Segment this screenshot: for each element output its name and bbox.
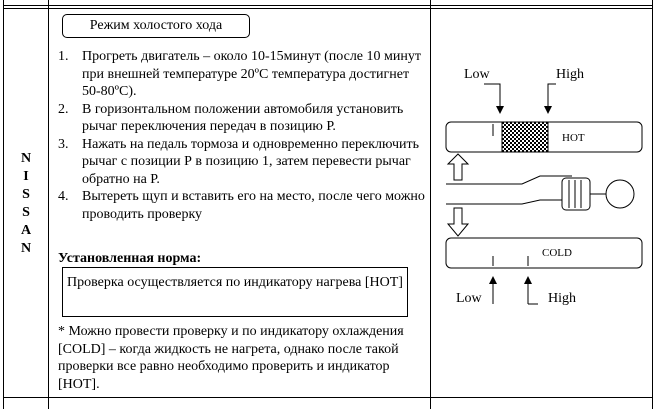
step-text: Вытереть щуп и вставить его на место, по…: [82, 189, 425, 222]
cold-label: COLD: [542, 247, 572, 259]
list-item: 2. В горизонтальном положении автомобиля…: [58, 101, 430, 136]
mode-title: Режим холостого хода: [62, 14, 250, 38]
table-row-line-top2: [3, 8, 653, 9]
step-number: 2.: [58, 101, 69, 117]
up-arrow-icon: [446, 153, 470, 181]
table-border-left: [3, 0, 4, 409]
step-text: Нажать на педаль тормоза и одновременно …: [82, 136, 419, 187]
steps-list: 1. Прогреть двигатель – около 10-15минут…: [58, 48, 430, 223]
norm-title: Установленная норма:: [58, 251, 202, 266]
step-number: 1.: [58, 49, 69, 64]
brand-name: N I S S A N: [8, 150, 44, 258]
footnote: * Можно провести проверку и по индикатор…: [58, 324, 404, 392]
step-number: 3.: [58, 136, 69, 152]
list-item: 1. Прогреть двигатель – около 10-15минут…: [58, 48, 430, 101]
hot-low-arrow-icon: [484, 83, 504, 114]
cold-high-arrow-icon: [524, 276, 538, 305]
step-text: Прогреть двигатель – около 10-15минут (п…: [82, 49, 421, 99]
list-item: 3. Нажать на педаль тормоза и одновремен…: [58, 136, 430, 189]
table-border-bottom: [3, 397, 653, 398]
hot-range-fill: [501, 121, 549, 153]
cold-high-label: High: [548, 291, 576, 306]
hot-low-label: Low: [464, 67, 491, 82]
brand-letter: A: [20, 223, 32, 238]
table-divider-brand: [48, 0, 49, 409]
norm-box: Проверка осуществляется по индикатору на…: [62, 267, 408, 317]
hot-high-arrow-icon: [544, 83, 556, 114]
step-text: В горизонтальном положении автомобиля ус…: [82, 101, 404, 135]
dipstick-diagram: Low High HOT: [445, 67, 643, 306]
cold-low-label: Low: [456, 291, 483, 306]
table-row-line-top: [3, 5, 653, 6]
brand-letter: N: [20, 151, 32, 166]
table-border-right: [652, 0, 653, 409]
step-number: 4.: [58, 189, 69, 204]
cold-gauge-bar: [445, 237, 643, 269]
list-item: 4. Вытереть щуп и вставить его на место,…: [58, 188, 430, 223]
hot-label: HOT: [562, 132, 585, 144]
brand-letter: S: [22, 205, 30, 220]
brand-letter: I: [23, 169, 29, 184]
down-arrow-icon: [446, 207, 470, 237]
cold-low-arrow-icon: [489, 276, 497, 304]
hot-high-label: High: [556, 67, 584, 82]
dipstick-icon: [446, 175, 635, 211]
table-divider-diagram: [430, 0, 431, 409]
brand-letter: N: [20, 241, 32, 256]
brand-letter: S: [22, 187, 30, 202]
